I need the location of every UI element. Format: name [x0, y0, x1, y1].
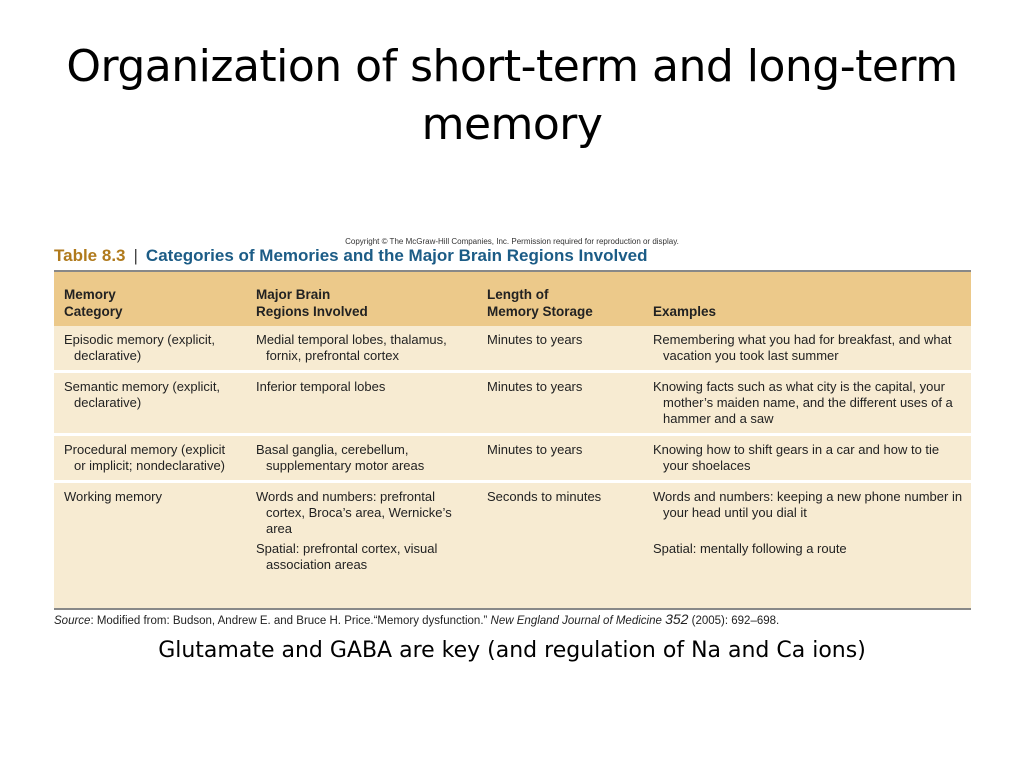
- cell-length: Minutes to years: [477, 434, 643, 483]
- source-text: : Modified from: Budson, Andrew E. and B…: [90, 615, 491, 627]
- header-examples: Examples: [643, 272, 971, 326]
- cell-examples: Remembering what you had for breakfast, …: [643, 326, 971, 373]
- table-source: Source: Modified from: Budson, Andrew E.…: [54, 611, 974, 627]
- cell-category: Episodic memory (explicit, declarative): [54, 326, 246, 373]
- slide-title: Organization of short-term and long-term…: [66, 41, 958, 150]
- cell-regions: Basal ganglia, cerebellum, supplementary…: [246, 434, 477, 483]
- cell-examples: Words and numbers: keeping a new phone n…: [653, 489, 963, 556]
- cell-regions: Medial temporal lobes, thalamus, fornix,…: [246, 326, 477, 373]
- source-tail: (2005): 692–698.: [688, 615, 780, 627]
- source-volume: 352: [665, 611, 689, 627]
- cell-category: Working memory: [64, 489, 163, 504]
- cell-examples: Knowing how to shift gears in a car and …: [643, 434, 971, 483]
- cell-category: Semantic memory (explicit, declarative): [54, 371, 246, 436]
- cell-length: Minutes to years: [477, 371, 643, 436]
- table-heading: Table 8.3 | Categories of Memories and the…: [54, 246, 974, 266]
- table-label: Table 8.3: [54, 246, 126, 265]
- table-row: Episodic memory (explicit, declarative) …: [54, 326, 971, 373]
- cell-length: Seconds to minutes: [487, 489, 602, 504]
- table-row: Semantic memory (explicit, declarative) …: [54, 371, 971, 436]
- copyright-notice: Copyright © The McGraw-Hill Companies, I…: [345, 237, 679, 246]
- cell-examples: Knowing facts such as what city is the c…: [643, 371, 971, 436]
- cell-category: Procedural memory (explicit or implicit;…: [54, 434, 246, 483]
- source-label: Source: [54, 615, 91, 627]
- cell-regions: Inferior temporal lobes: [246, 371, 477, 436]
- table-row: Working memory Words and numbers: prefro…: [54, 482, 971, 580]
- table-caption: Categories of Memories and the Major Bra…: [145, 246, 648, 265]
- table-row: Procedural memory (explicit or implicit;…: [54, 434, 971, 483]
- source-journal: New England Journal of Medicine: [490, 615, 662, 627]
- cell-regions: Words and numbers: prefrontal cortex, Br…: [256, 489, 452, 572]
- cell-length: Minutes to years: [477, 326, 643, 373]
- table-heading-separator: |: [133, 246, 138, 265]
- slide-footer-text: Glutamate and GABA are key (and regulati…: [158, 638, 866, 663]
